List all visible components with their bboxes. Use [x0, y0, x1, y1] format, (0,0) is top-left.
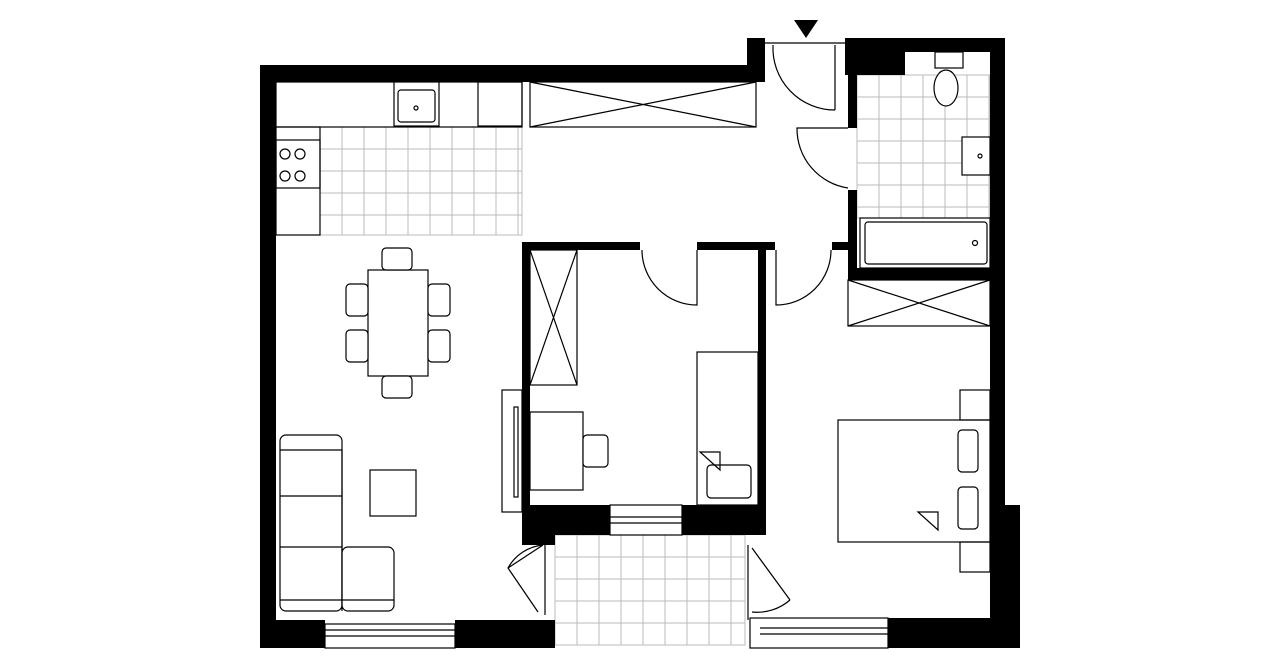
bathtub-icon: [859, 217, 991, 269]
window-bedroom: [749, 617, 889, 649]
tv-stand: [501, 389, 523, 513]
tile-border: [554, 534, 746, 646]
study-wall-bottom-r: [682, 505, 766, 535]
doors: [507, 20, 849, 620]
bedroom-door: [775, 249, 832, 306]
fridge: [477, 81, 523, 127]
nightstand: [959, 541, 991, 573]
toilet-icon: [934, 51, 964, 69]
study-wardrobe: [529, 249, 578, 386]
wall-right-ext: [1005, 505, 1020, 648]
triangle-down-icon: [794, 20, 818, 38]
coffee-table: [369, 469, 417, 517]
inner-wall-v1: [522, 242, 530, 535]
washbasin-icon: [961, 136, 991, 176]
wall-top: [260, 65, 760, 82]
wall-bottom-l1: [260, 620, 325, 648]
stove-icon: [275, 139, 321, 189]
bathroom-fixtures: [859, 51, 991, 269]
inner-wall-1: [522, 242, 640, 250]
hallway-wardrobe: [529, 81, 757, 128]
wall-left: [260, 65, 276, 648]
study-door: [641, 249, 698, 306]
windows: [324, 504, 889, 649]
study-wall-bottom-l: [522, 505, 610, 535]
sink-icon: [393, 81, 440, 127]
balcony-wall-l: [522, 535, 555, 545]
window-study: [609, 504, 683, 536]
dining-table: [367, 269, 429, 377]
wall-bottom-l2: [455, 620, 555, 648]
desk-chair: [582, 434, 609, 468]
bath-wall-b: [848, 190, 857, 280]
bedroom-wardrobe: [847, 279, 991, 327]
balcony-door-right: [747, 545, 791, 620]
kitchen-tiles: [319, 126, 523, 236]
wall-bottom-r: [888, 618, 1020, 648]
walls: [260, 38, 1020, 648]
bath-wall-bottom: [848, 268, 993, 280]
desk: [529, 411, 584, 491]
sofa: [279, 434, 395, 612]
bedroom-furniture: [837, 279, 991, 573]
bathroom-door: [796, 127, 849, 189]
entrance-pillar: [747, 38, 765, 82]
inner-wall-2: [697, 242, 775, 250]
wall-right: [990, 38, 1005, 628]
bath-wall-a: [848, 52, 857, 128]
study-furniture: [529, 249, 759, 506]
living-furniture: [279, 247, 523, 612]
inner-wall-3: [832, 242, 848, 250]
nightstand: [959, 389, 991, 421]
balcony-tiles: [554, 534, 746, 646]
inner-wall-v2: [758, 250, 766, 535]
kitchen: [275, 81, 757, 236]
tile-border: [319, 126, 523, 236]
balcony-door-left: [507, 544, 546, 615]
